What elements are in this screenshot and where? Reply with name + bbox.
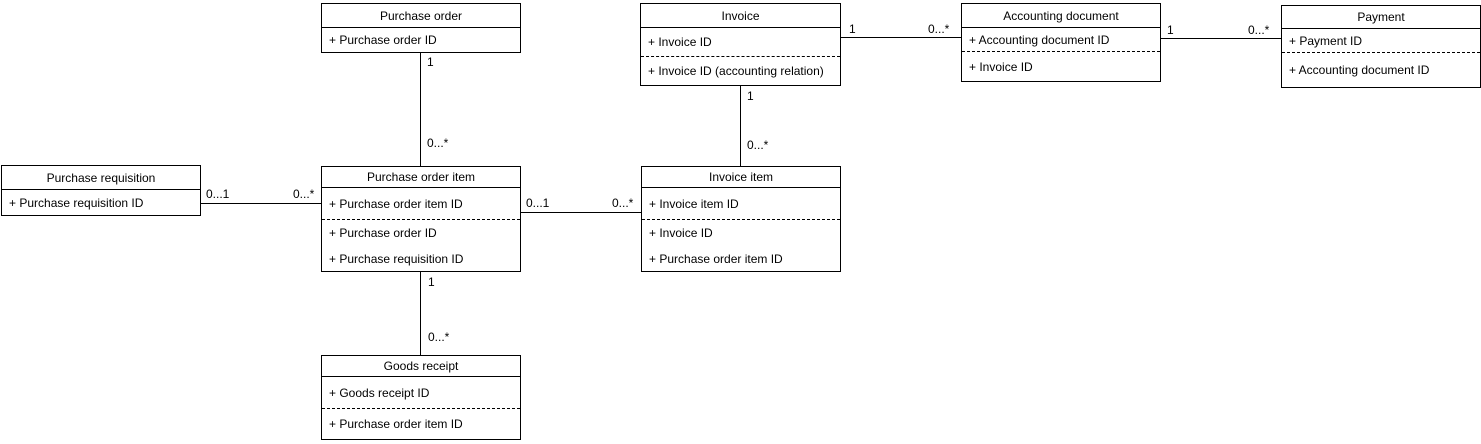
entity-goods-receipt[interactable]: Goods receipt + Goods receipt ID + Purch…	[321, 355, 521, 440]
entity-title-payment: Payment	[1282, 6, 1480, 29]
multiplicity-label: 1	[1167, 23, 1174, 37]
multiplicity-label: 0...1	[206, 187, 230, 201]
multiplicity-label: 0...*	[747, 138, 769, 152]
entity-payment[interactable]: Payment + Payment ID + Accounting docume…	[1281, 5, 1481, 88]
entity-attribute: + Purchase order ID	[329, 33, 437, 47]
entity-attribute: + Purchase order item ID	[649, 251, 783, 266]
entity-attribute: + Invoice ID	[649, 226, 713, 240]
connector-purchase-order-item-to-invoice-item[interactable]	[521, 212, 641, 213]
multiplicity-label: 1	[427, 55, 434, 69]
entity-purchase-order[interactable]: Purchase order + Purchase order ID	[321, 3, 521, 53]
multiplicity-label: 0...*	[427, 136, 449, 150]
multiplicity-label: 0...*	[928, 22, 950, 36]
entity-title-accounting-document: Accounting document	[962, 4, 1160, 28]
entity-attribute: + Invoice ID	[969, 59, 1033, 74]
connector-invoice-to-accounting-document[interactable]	[841, 37, 961, 38]
entity-invoice[interactable]: Invoice + Invoice ID + Invoice ID (accou…	[640, 3, 841, 86]
multiplicity-label: 0...*	[612, 196, 634, 210]
entity-attribute: + Purchase order item ID	[329, 417, 463, 431]
entity-purchase-order-item[interactable]: Purchase order item + Purchase order ite…	[321, 166, 521, 272]
entity-title-purchase-order: Purchase order	[322, 4, 520, 28]
entity-title-goods-receipt: Goods receipt	[322, 356, 520, 377]
entity-attribute: + Invoice ID (accounting relation)	[648, 64, 824, 78]
entity-accounting-document[interactable]: Accounting document + Accounting documen…	[961, 3, 1161, 82]
multiplicity-label: 1	[849, 22, 856, 36]
entity-title-invoice: Invoice	[641, 4, 840, 28]
entity-attribute: + Payment ID	[1282, 29, 1480, 53]
entity-attribute: + Purchase requisition ID	[329, 251, 464, 266]
entity-attribute: + Invoice ID	[641, 28, 840, 57]
entity-attribute: + Invoice item ID	[642, 188, 840, 220]
multiplicity-label: 1	[428, 275, 435, 289]
multiplicity-label: 0...*	[428, 330, 450, 344]
connector-invoice-to-invoice-item[interactable]	[740, 86, 741, 166]
entity-title-purchase-order-item: Purchase order item	[322, 167, 520, 188]
entity-title-purchase-requisition: Purchase requisition	[2, 166, 200, 190]
entity-purchase-requisition[interactable]: Purchase requisition + Purchase requisit…	[1, 165, 201, 216]
entity-attribute: + Goods receipt ID	[322, 377, 520, 409]
entity-attribute: + Accounting document ID	[1289, 63, 1430, 77]
connector-purchase-order-to-purchase-order-item[interactable]	[420, 52, 421, 166]
entity-attribute: + Purchase order item ID	[322, 188, 520, 220]
multiplicity-label: 0...1	[526, 196, 550, 210]
connector-purchase-requisition-to-purchase-order-item[interactable]	[201, 203, 321, 204]
entity-invoice-item[interactable]: Invoice item + Invoice item ID + Invoice…	[641, 166, 841, 272]
multiplicity-label: 0...*	[293, 187, 315, 201]
multiplicity-label: 0...*	[1248, 23, 1270, 37]
multiplicity-label: 1	[747, 89, 754, 103]
connector-accounting-document-to-payment[interactable]	[1161, 38, 1281, 39]
entity-attribute: + Purchase order ID	[329, 226, 437, 240]
entity-attribute: + Accounting document ID	[962, 28, 1160, 52]
entity-title-invoice-item: Invoice item	[642, 167, 840, 188]
entity-attribute: + Purchase requisition ID	[9, 195, 144, 210]
connector-purchase-order-item-to-goods-receipt[interactable]	[420, 272, 421, 355]
